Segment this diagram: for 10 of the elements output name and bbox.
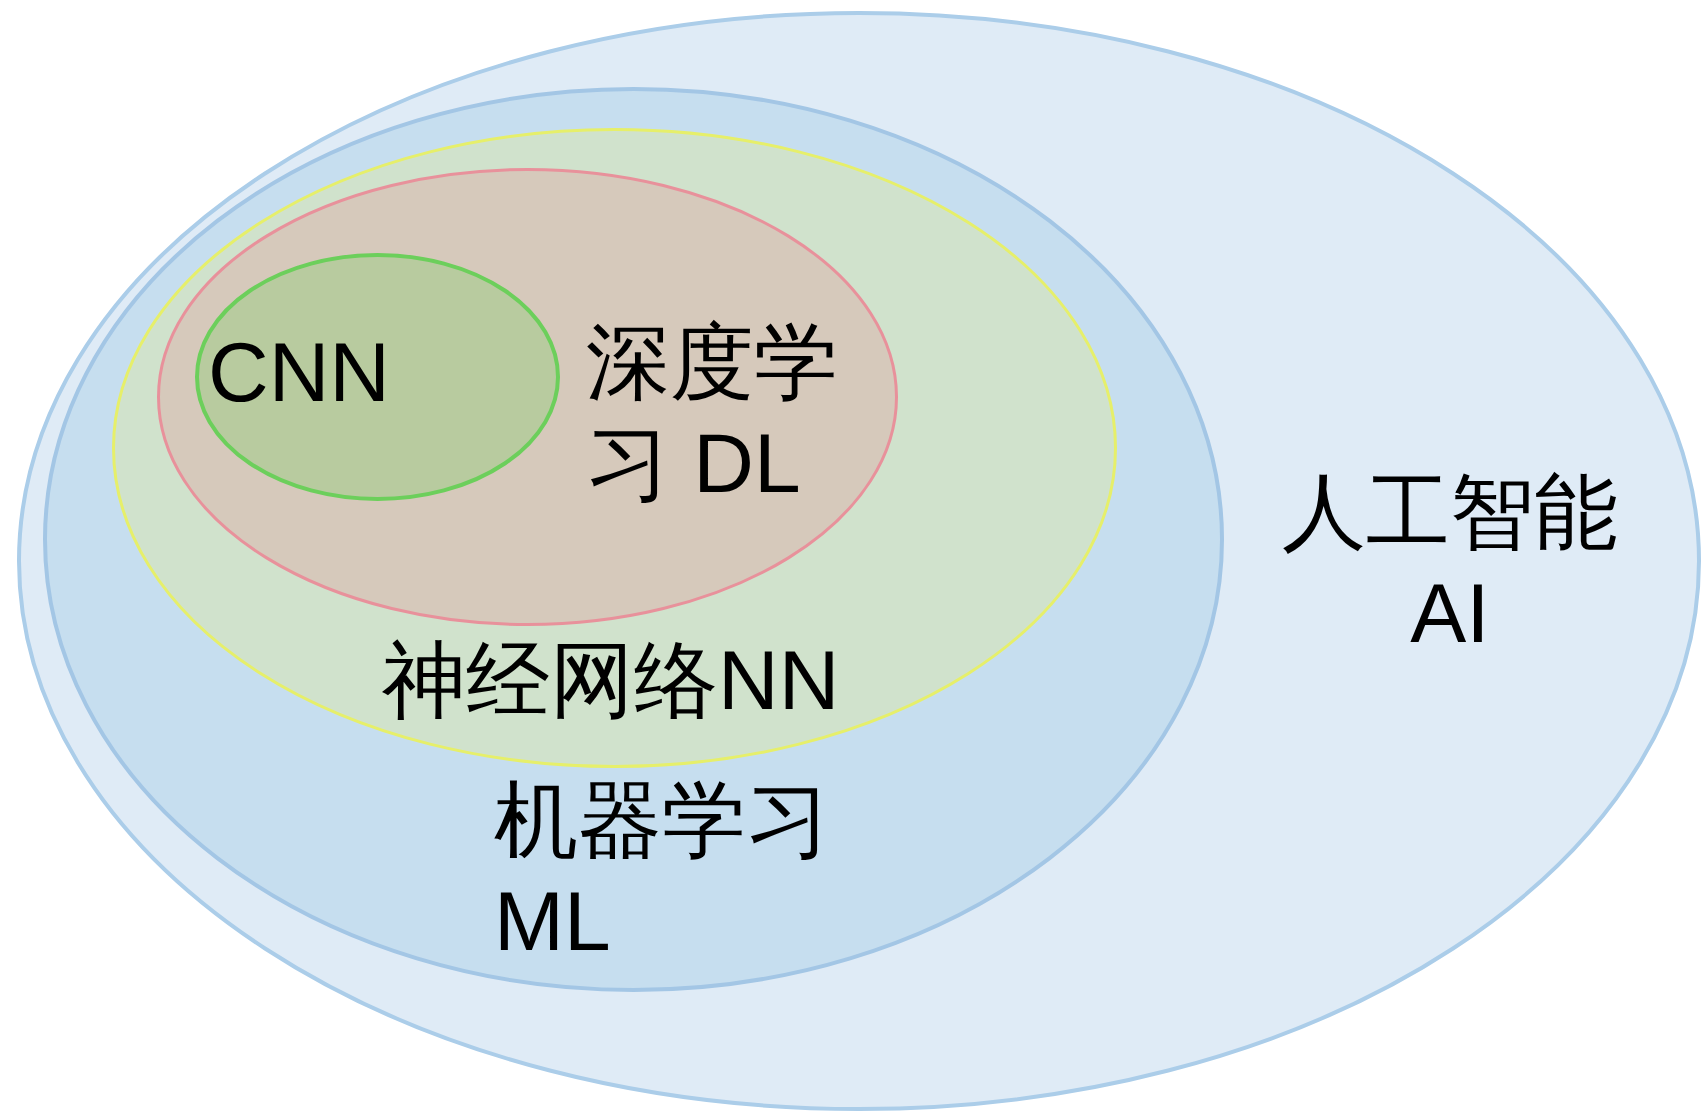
set-ellipse <box>195 253 560 501</box>
set-ellipse <box>112 128 1117 768</box>
set-ellipse <box>157 168 898 626</box>
set-ellipse <box>17 11 1701 1111</box>
set-label: CNN <box>208 324 391 421</box>
set-label: 机器学习 ML <box>494 772 831 970</box>
set-label: 深度学习 DL <box>586 314 839 512</box>
set-label: 神经网络NN <box>382 632 841 729</box>
set-label: 人工智能 AI <box>1281 464 1619 662</box>
set-ellipse <box>43 87 1224 992</box>
